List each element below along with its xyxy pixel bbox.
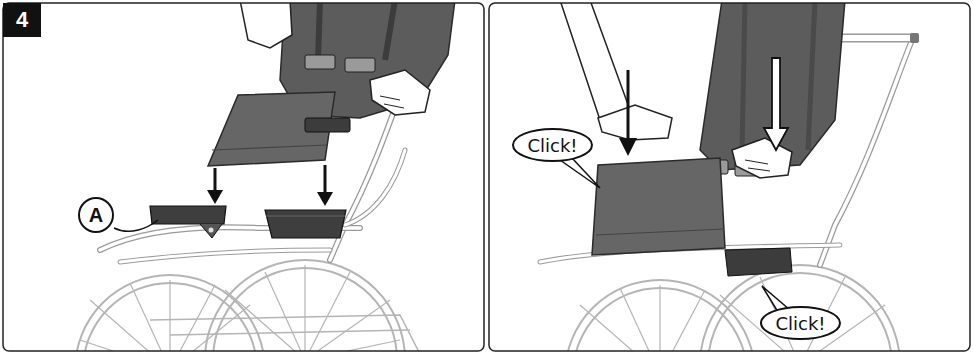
click-bubble-text: Click! [527,135,577,156]
ellipse-fill [513,129,592,161]
callout-letter-text: A [89,204,103,227]
click-bubble: Click! [512,128,593,162]
click-bubble-text: Click! [775,313,825,334]
step-number: 4 [3,3,41,37]
click-bubble: Click! [760,306,841,340]
circle-fill [79,198,113,232]
step-number-text: 4 [16,7,28,33]
callout-letter: A [78,197,114,233]
step-fill [3,3,41,37]
ellipse-fill [761,307,840,339]
